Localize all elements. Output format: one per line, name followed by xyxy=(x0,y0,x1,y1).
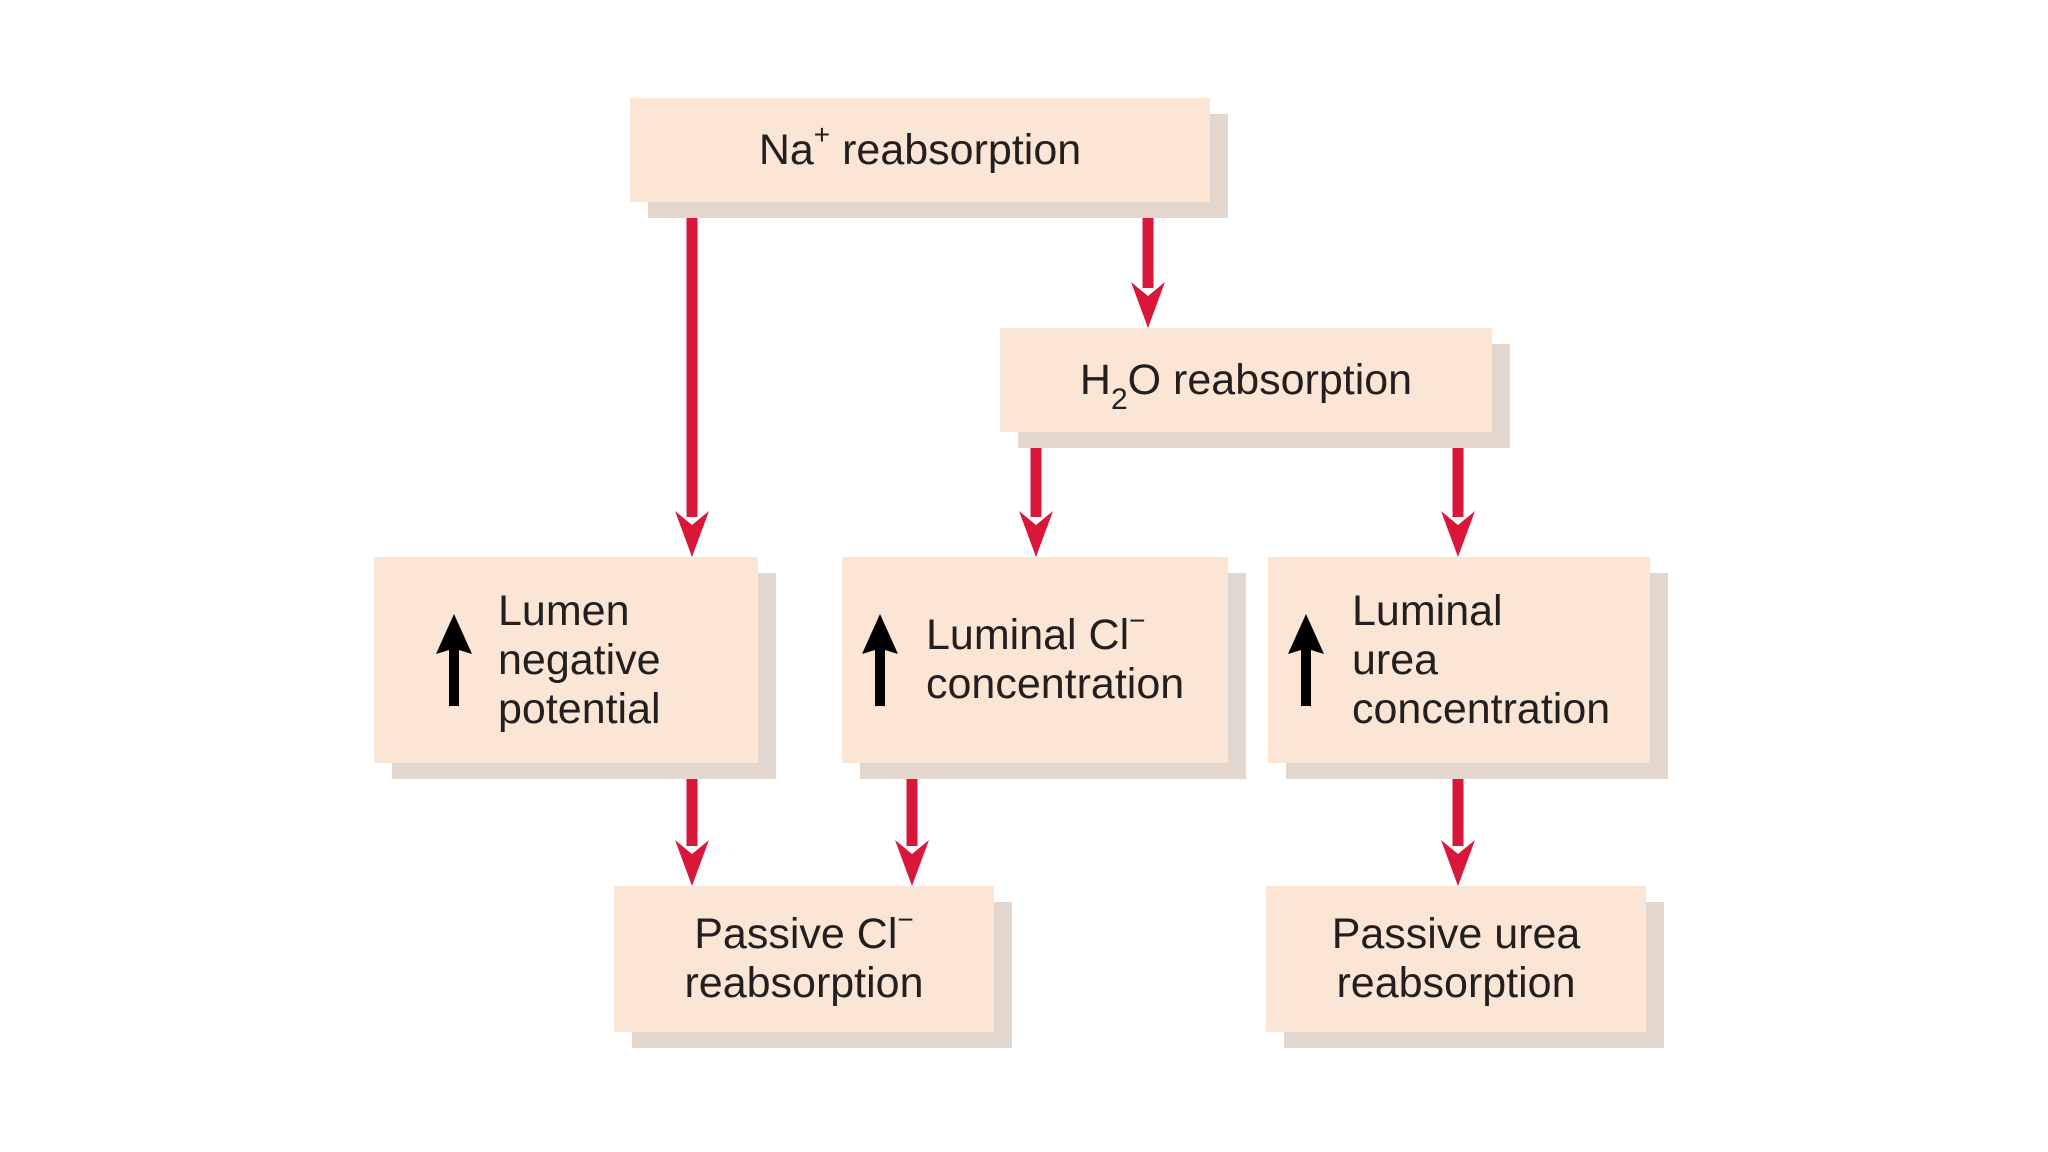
node-luminal-cl-text: Luminal Cl− concentration xyxy=(926,606,1185,709)
node-h2o-reabsorption: H2O reabsorption xyxy=(1000,328,1492,432)
node-passive-urea-reabsorption: Passive urea reabsorption xyxy=(1266,886,1646,1032)
passive-cl-line-2: reabsorption xyxy=(684,959,924,1007)
passive-cl-superscript: − xyxy=(897,903,914,935)
luminal-urea-line-1: Luminal xyxy=(1352,586,1503,635)
arrow-luminal_cl-to-passive_cl-head xyxy=(895,840,929,886)
up-arrow-icon xyxy=(862,614,898,706)
arrow-luminal_urea-to-passive_urea-head xyxy=(1441,840,1475,886)
arrow-h2o-to-luminal_urea-head xyxy=(1441,511,1475,557)
passive-cl-text: Passive Cl xyxy=(694,910,898,958)
node-h2o-label: H2O reabsorption xyxy=(1079,355,1413,415)
luminal-cl-text: Luminal Cl xyxy=(926,611,1130,659)
node-luminal-urea-concentration: Luminal urea concentration xyxy=(1268,557,1650,763)
arrow-h2o-to-luminal_cl-head xyxy=(1019,511,1053,557)
lumen-line-1: Lumen xyxy=(498,586,630,635)
h2o-subscript: 2 xyxy=(1110,383,1128,417)
arrow-na-to-lumen-head xyxy=(675,511,709,557)
up-arrow-icon xyxy=(436,614,472,706)
arrow-group xyxy=(675,202,1475,886)
node-lumen-negative-potential: Lumen negative potential xyxy=(374,557,758,763)
node-na-reabsorption: Na+ reabsorption xyxy=(630,98,1210,202)
luminal-cl-line-1: Luminal Cl− xyxy=(926,606,1184,660)
luminal-urea-line-2: urea xyxy=(1352,635,1439,684)
passive-urea-line-1: Passive urea xyxy=(1331,910,1581,958)
passive-urea-line-2: reabsorption xyxy=(1336,959,1576,1007)
node-lumen-text: Lumen negative potential xyxy=(498,587,661,734)
lumen-line-3: potential xyxy=(498,684,661,733)
node-passive-cl-reabsorption: Passive Cl− reabsorption xyxy=(614,886,994,1032)
node-luminal-cl-concentration: Luminal Cl− concentration xyxy=(842,557,1228,763)
luminal-cl-line-2: concentration xyxy=(926,660,1185,708)
node-passive-urea-text: Passive urea reabsorption xyxy=(1332,910,1581,1008)
passive-cl-line-1: Passive Cl− xyxy=(684,905,923,959)
node-na-label: Na+ reabsorption xyxy=(758,121,1082,175)
luminal-urea-line-3: concentration xyxy=(1352,684,1611,733)
lumen-line-2: negative xyxy=(498,635,661,684)
na-superscript: + xyxy=(813,119,831,151)
h2o-text: H xyxy=(1079,355,1111,404)
up-arrow-icon xyxy=(1288,614,1324,706)
arrow-na-to-h2o-head xyxy=(1131,282,1165,328)
na-text: Na xyxy=(758,125,814,174)
h2o-rest-text: O reabsorption xyxy=(1127,355,1413,404)
luminal-cl-superscript: − xyxy=(1129,604,1146,636)
na-rest-text: reabsorption xyxy=(830,125,1082,174)
arrow-lumen-to-passive_cl-head xyxy=(675,840,709,886)
node-passive-cl-text: Passive Cl− reabsorption xyxy=(684,905,924,1008)
node-luminal-urea-text: Luminal urea concentration xyxy=(1352,587,1610,734)
